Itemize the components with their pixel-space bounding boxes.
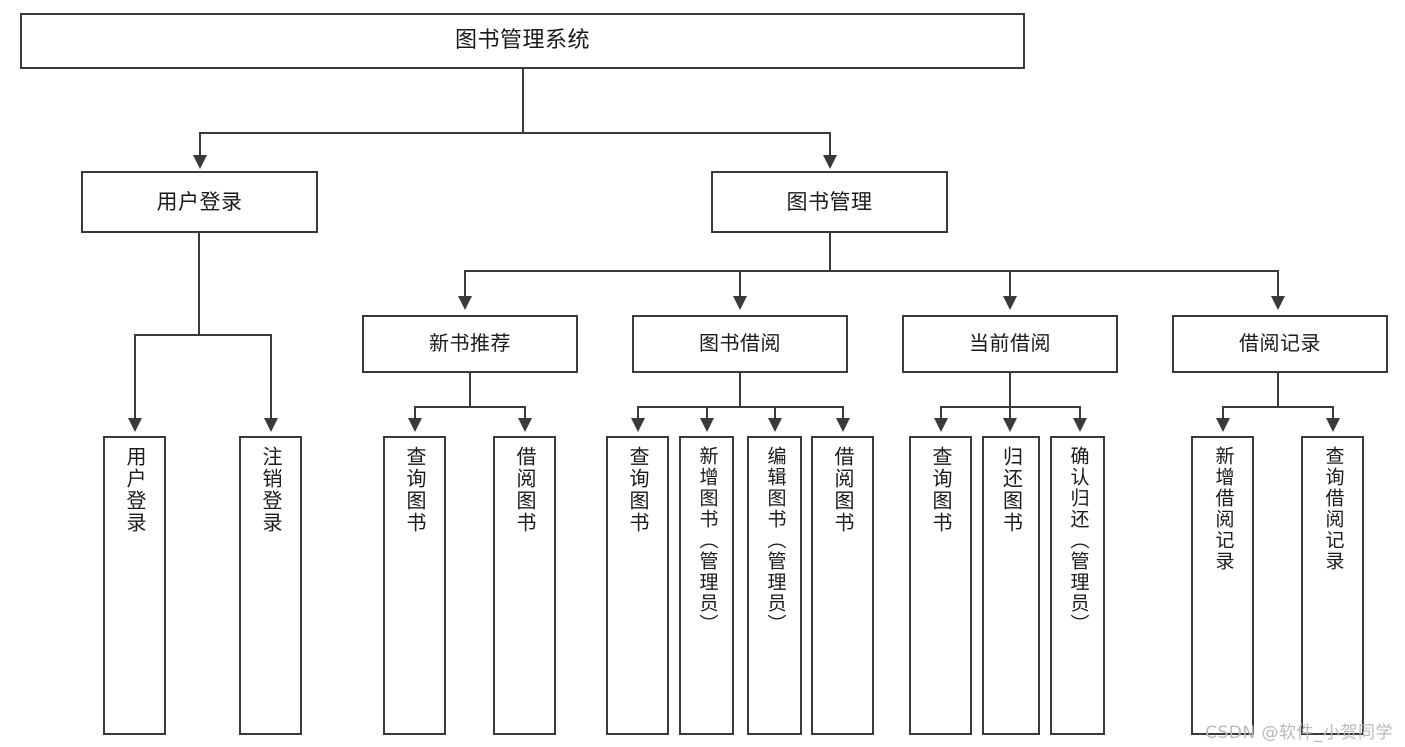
arrowhead-book-mgmt-to-l2-0 bbox=[458, 296, 472, 310]
node-label: 编辑图书（管理员） bbox=[764, 446, 787, 635]
arrowhead-new-book-to-leaf-1 bbox=[518, 418, 532, 432]
watermark-text: CSDN @软件_小贺同学 bbox=[1205, 723, 1393, 743]
node-label: 新增借阅记录 bbox=[1212, 446, 1235, 572]
node-label: 借阅图书 bbox=[831, 446, 855, 534]
connector-root-to-user-login bbox=[199, 132, 201, 157]
node-label: 查询借阅记录 bbox=[1322, 446, 1345, 572]
leaf-current-borrow-query-book[interactable]: 查询图书 bbox=[909, 436, 972, 735]
connector-root-bus bbox=[199, 132, 831, 134]
arrowhead-current-borrow-to-leaf-1 bbox=[1003, 418, 1017, 432]
connector-current-borrow-to-leaf-2 bbox=[1079, 406, 1081, 420]
arrowhead-book-mgmt-to-l2-1 bbox=[733, 296, 747, 310]
arrowhead-user-login-to-leaf-0 bbox=[128, 418, 142, 432]
connector-book-mgmt-to-l2-1 bbox=[739, 270, 741, 298]
node-label: 图书管理系统 bbox=[454, 28, 590, 54]
arrowhead-borrow-record-to-leaf-1 bbox=[1326, 418, 1340, 432]
arrowhead-new-book-to-leaf-0 bbox=[408, 418, 422, 432]
leaf-current-borrow-confirm-return-admin[interactable]: 确认归还（管理员） bbox=[1050, 436, 1105, 735]
node-label: 用户登录 bbox=[123, 446, 147, 534]
connector-new-book-to-leaf-1 bbox=[524, 406, 526, 420]
node-label: 用户登录 bbox=[156, 189, 243, 214]
node-label: 归还图书 bbox=[999, 446, 1024, 534]
connector-user-login-stem bbox=[198, 233, 200, 335]
node-label: 注销登录 bbox=[259, 446, 283, 534]
connector-current-borrow-to-leaf-0 bbox=[940, 406, 942, 420]
node-label: 新增图书（管理员） bbox=[696, 446, 719, 635]
node-label: 新书推荐 bbox=[429, 331, 511, 356]
leaf-new-book-borrow-book[interactable]: 借阅图书 bbox=[493, 436, 556, 735]
leaf-borrow-record-add-record[interactable]: 新增借阅记录 bbox=[1191, 436, 1254, 735]
arrowhead-current-borrow-to-leaf-0 bbox=[934, 418, 948, 432]
arrowhead-book-borrow-to-leaf-3 bbox=[836, 418, 850, 432]
arrowhead-book-borrow-to-leaf-2 bbox=[768, 418, 782, 432]
arrowhead-book-mgmt-to-l2-3 bbox=[1271, 296, 1285, 310]
connector-book-mgmt-to-l2-0 bbox=[464, 270, 466, 298]
connector-book-borrow-to-leaf-1 bbox=[706, 406, 708, 420]
node-label: 借阅记录 bbox=[1239, 331, 1321, 356]
arrowhead-book-mgmt-to-l2-2 bbox=[1003, 296, 1017, 310]
connector-book-mgmt-to-l2-3 bbox=[1277, 270, 1279, 298]
leaf-current-borrow-return-book[interactable]: 归还图书 bbox=[982, 436, 1040, 735]
node-new-book-recommend[interactable]: 新书推荐 bbox=[362, 315, 578, 373]
node-label: 图书借阅 bbox=[699, 331, 781, 356]
connector-book-mgmt-bus bbox=[464, 270, 1279, 272]
connector-book-borrow-bus bbox=[637, 406, 844, 408]
connector-borrow-record-to-leaf-0 bbox=[1222, 406, 1224, 420]
connector-book-mgmt-stem bbox=[829, 233, 831, 271]
connector-borrow-record-to-leaf-1 bbox=[1332, 406, 1334, 420]
leaf-book-borrow-add-book-admin[interactable]: 新增图书（管理员） bbox=[679, 436, 734, 735]
leaf-borrow-record-query-record[interactable]: 查询借阅记录 bbox=[1301, 436, 1364, 735]
connector-current-borrow-stem bbox=[1009, 373, 1011, 407]
node-user-login[interactable]: 用户登录 bbox=[81, 171, 318, 233]
connector-current-borrow-to-leaf-1 bbox=[1009, 406, 1011, 420]
leaf-book-borrow-query-book[interactable]: 查询图书 bbox=[606, 436, 669, 735]
connector-book-borrow-to-leaf-3 bbox=[842, 406, 844, 420]
connector-borrow-record-bus bbox=[1222, 406, 1334, 408]
arrowhead-current-borrow-to-leaf-2 bbox=[1073, 418, 1087, 432]
node-book-management[interactable]: 图书管理 bbox=[711, 171, 948, 233]
connector-user-login-to-leaf-0 bbox=[134, 334, 136, 420]
arrowhead-book-borrow-to-leaf-0 bbox=[631, 418, 645, 432]
arrowhead-book-borrow-to-leaf-1 bbox=[700, 418, 714, 432]
connector-book-borrow-to-leaf-0 bbox=[637, 406, 639, 420]
connector-new-book-stem bbox=[469, 373, 471, 407]
arrowhead-user-login-to-leaf-1 bbox=[264, 418, 278, 432]
leaf-user-login-logout[interactable]: 注销登录 bbox=[239, 436, 302, 735]
arrowhead-borrow-record-to-leaf-0 bbox=[1216, 418, 1230, 432]
node-label: 图书管理 bbox=[786, 189, 873, 214]
node-book-borrow[interactable]: 图书借阅 bbox=[632, 315, 848, 373]
connector-user-login-bus bbox=[134, 334, 271, 336]
node-borrow-record[interactable]: 借阅记录 bbox=[1172, 315, 1388, 373]
connector-user-login-to-leaf-1 bbox=[270, 334, 272, 420]
arrowhead-root-to-book-mgmt bbox=[823, 155, 837, 169]
connector-book-borrow-stem bbox=[739, 373, 741, 407]
node-label: 查询图书 bbox=[929, 446, 953, 534]
connector-new-book-to-leaf-0 bbox=[414, 406, 416, 420]
connector-book-borrow-to-leaf-2 bbox=[774, 406, 776, 420]
connector-root-to-book-mgmt bbox=[829, 132, 831, 157]
connector-root-stem bbox=[522, 69, 524, 133]
connector-borrow-record-stem bbox=[1277, 373, 1279, 407]
node-current-borrow[interactable]: 当前借阅 bbox=[902, 315, 1118, 373]
arrowhead-root-to-user-login bbox=[193, 155, 207, 169]
leaf-user-login-login[interactable]: 用户登录 bbox=[103, 436, 166, 735]
connector-book-mgmt-to-l2-2 bbox=[1009, 270, 1011, 298]
node-label: 借阅图书 bbox=[513, 446, 537, 534]
node-label: 确认归还（管理员） bbox=[1067, 446, 1090, 635]
connector-new-book-bus bbox=[414, 406, 526, 408]
leaf-book-borrow-borrow-book[interactable]: 借阅图书 bbox=[811, 436, 874, 735]
node-root-system[interactable]: 图书管理系统 bbox=[20, 13, 1025, 69]
node-label: 查询图书 bbox=[626, 446, 650, 534]
node-label: 当前借阅 bbox=[969, 331, 1051, 356]
leaf-new-book-query-book[interactable]: 查询图书 bbox=[383, 436, 446, 735]
leaf-book-borrow-edit-book-admin[interactable]: 编辑图书（管理员） bbox=[747, 436, 802, 735]
node-label: 查询图书 bbox=[403, 446, 427, 534]
